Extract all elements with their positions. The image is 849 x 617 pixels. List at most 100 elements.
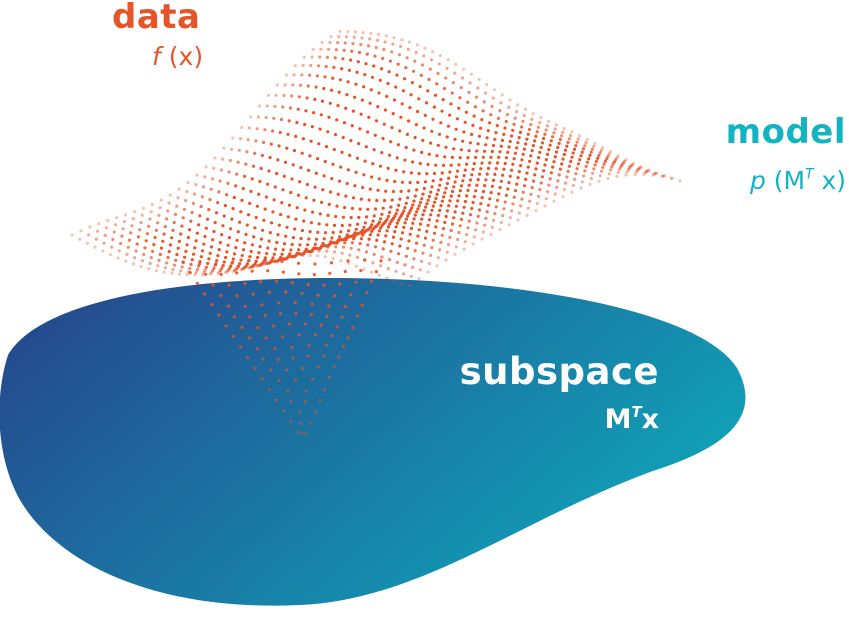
surface-dot bbox=[575, 140, 579, 144]
surface-dot bbox=[348, 223, 352, 227]
surface-dot bbox=[241, 248, 246, 252]
surface-dot bbox=[334, 214, 338, 219]
surface-dot bbox=[361, 185, 365, 190]
surface-dot bbox=[367, 115, 371, 119]
funnel-dot bbox=[232, 315, 236, 319]
surface-dot bbox=[190, 258, 194, 262]
surface-dot bbox=[598, 151, 602, 155]
surface-dot bbox=[473, 105, 477, 109]
surface-dot bbox=[414, 50, 418, 55]
surface-dot bbox=[263, 207, 267, 211]
funnel-dot bbox=[281, 270, 285, 274]
funnel-dot bbox=[303, 322, 307, 326]
surface-dot bbox=[601, 145, 605, 150]
surface-dot bbox=[316, 64, 321, 68]
surface-dot bbox=[499, 144, 503, 148]
surface-dot bbox=[609, 168, 613, 172]
surface-dot bbox=[519, 204, 523, 208]
surface-dot bbox=[186, 181, 190, 185]
surface-dot bbox=[124, 259, 128, 263]
surface-dot bbox=[364, 215, 369, 219]
surface-dot bbox=[544, 197, 548, 201]
surface-dot bbox=[462, 130, 466, 134]
surface-dot bbox=[495, 124, 499, 128]
surface-dot bbox=[512, 122, 516, 126]
surface-dot bbox=[329, 88, 334, 92]
surface-dot bbox=[561, 130, 565, 134]
surface-dot bbox=[482, 100, 486, 104]
surface-dot bbox=[441, 98, 445, 102]
surface-dot bbox=[320, 244, 324, 248]
surface-dot bbox=[481, 230, 485, 234]
surface-dot bbox=[420, 150, 424, 154]
surface-dot bbox=[516, 103, 520, 107]
surface-dot bbox=[419, 73, 423, 77]
surface-dot bbox=[193, 246, 197, 250]
surface-dot bbox=[449, 228, 453, 233]
surface-dot bbox=[272, 198, 276, 202]
surface-dot bbox=[489, 113, 493, 117]
surface-dot bbox=[384, 34, 388, 38]
surface-dot bbox=[440, 109, 444, 113]
surface-dot bbox=[343, 241, 347, 245]
surface-dot bbox=[347, 68, 351, 72]
surface-dot bbox=[403, 206, 407, 210]
surface-dot bbox=[286, 255, 290, 259]
surface-dot bbox=[386, 166, 390, 170]
surface-dot bbox=[111, 237, 115, 242]
surface-dot bbox=[445, 66, 449, 70]
funnel-dot bbox=[343, 269, 347, 274]
surface-dot bbox=[436, 256, 440, 260]
surface-dot bbox=[417, 97, 421, 101]
model-open: (M bbox=[773, 166, 806, 195]
surface-dot bbox=[171, 267, 175, 272]
funnel-dot bbox=[256, 326, 260, 330]
surface-dot bbox=[430, 246, 434, 250]
surface-dot bbox=[116, 256, 120, 260]
surface-dot bbox=[556, 145, 560, 150]
surface-dot bbox=[348, 153, 352, 157]
surface-dot bbox=[343, 205, 347, 210]
surface-dot bbox=[341, 135, 345, 140]
surface-dot bbox=[162, 270, 166, 274]
surface-dot bbox=[589, 150, 593, 154]
surface-dot bbox=[360, 98, 364, 102]
surface-dot bbox=[191, 201, 195, 205]
surface-dot bbox=[325, 55, 329, 59]
surface-dot bbox=[153, 235, 157, 240]
funnel-dot bbox=[261, 357, 265, 361]
funnel-dot bbox=[280, 259, 284, 263]
surface-dot bbox=[393, 230, 397, 234]
surface-dot bbox=[420, 217, 424, 221]
surface-dot bbox=[669, 176, 673, 180]
surface-dot bbox=[101, 249, 105, 253]
surface-dot bbox=[557, 173, 561, 177]
surface-dot bbox=[453, 137, 457, 141]
surface-dot bbox=[144, 239, 148, 243]
surface-dot bbox=[606, 176, 610, 181]
funnel-dot bbox=[296, 430, 300, 434]
surface-dot bbox=[577, 134, 582, 138]
surface-dot bbox=[249, 115, 253, 119]
surface-dot bbox=[518, 130, 523, 134]
funnel-dot bbox=[324, 343, 328, 347]
surface-dot bbox=[193, 273, 197, 277]
surface-dot bbox=[415, 210, 419, 214]
surface-dot bbox=[425, 172, 429, 176]
surface-dot bbox=[477, 208, 482, 212]
surface-dot bbox=[639, 165, 644, 169]
surface-dot bbox=[436, 213, 440, 217]
surface-dot bbox=[388, 59, 392, 63]
surface-dot bbox=[430, 129, 434, 133]
surface-dot bbox=[332, 65, 336, 69]
surface-dot bbox=[615, 156, 619, 160]
surface-dot bbox=[177, 239, 181, 243]
surface-dot bbox=[431, 117, 435, 121]
surface-dot bbox=[168, 193, 172, 197]
surface-dot bbox=[495, 161, 500, 165]
surface-dot bbox=[472, 162, 476, 166]
surface-dot bbox=[341, 215, 345, 219]
surface-dot bbox=[465, 162, 469, 166]
surface-dot bbox=[117, 249, 121, 253]
